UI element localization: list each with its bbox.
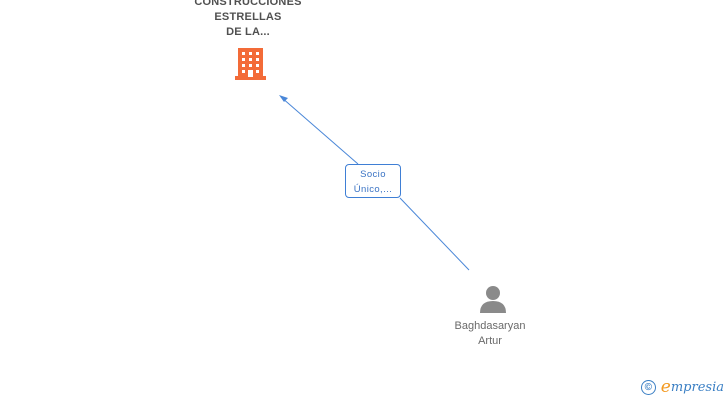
brand-watermark: © e mpresia	[640, 377, 724, 397]
person-icon[interactable]	[478, 284, 508, 314]
company-name[interactable]: CONSTRUCCIONES ESTRELLAS DE LA...	[175, 0, 321, 40]
building-icon[interactable]	[235, 45, 266, 80]
company-name-line: DE LA...	[226, 26, 270, 38]
person-name[interactable]: Baghdasaryan Artur	[425, 319, 555, 349]
edge-to-company	[280, 96, 359, 165]
person-name-line: Artur	[478, 335, 502, 347]
person-name-line: Baghdasaryan	[454, 320, 526, 332]
company-name-line: CONSTRUCCIONES	[194, 0, 302, 8]
role-line: Socio	[360, 169, 386, 180]
copyright-icon: ©	[640, 379, 656, 395]
role-line: Único,...	[353, 184, 393, 195]
edge-from-person	[399, 197, 470, 271]
company-name-line: ESTRELLAS	[214, 11, 282, 23]
arrow-head-icon	[279, 95, 288, 102]
role-label-box[interactable]: Socio Único,...	[345, 164, 401, 198]
brand-logo-mark: e	[660, 377, 671, 397]
brand-logo-text: mpresia	[670, 379, 724, 395]
